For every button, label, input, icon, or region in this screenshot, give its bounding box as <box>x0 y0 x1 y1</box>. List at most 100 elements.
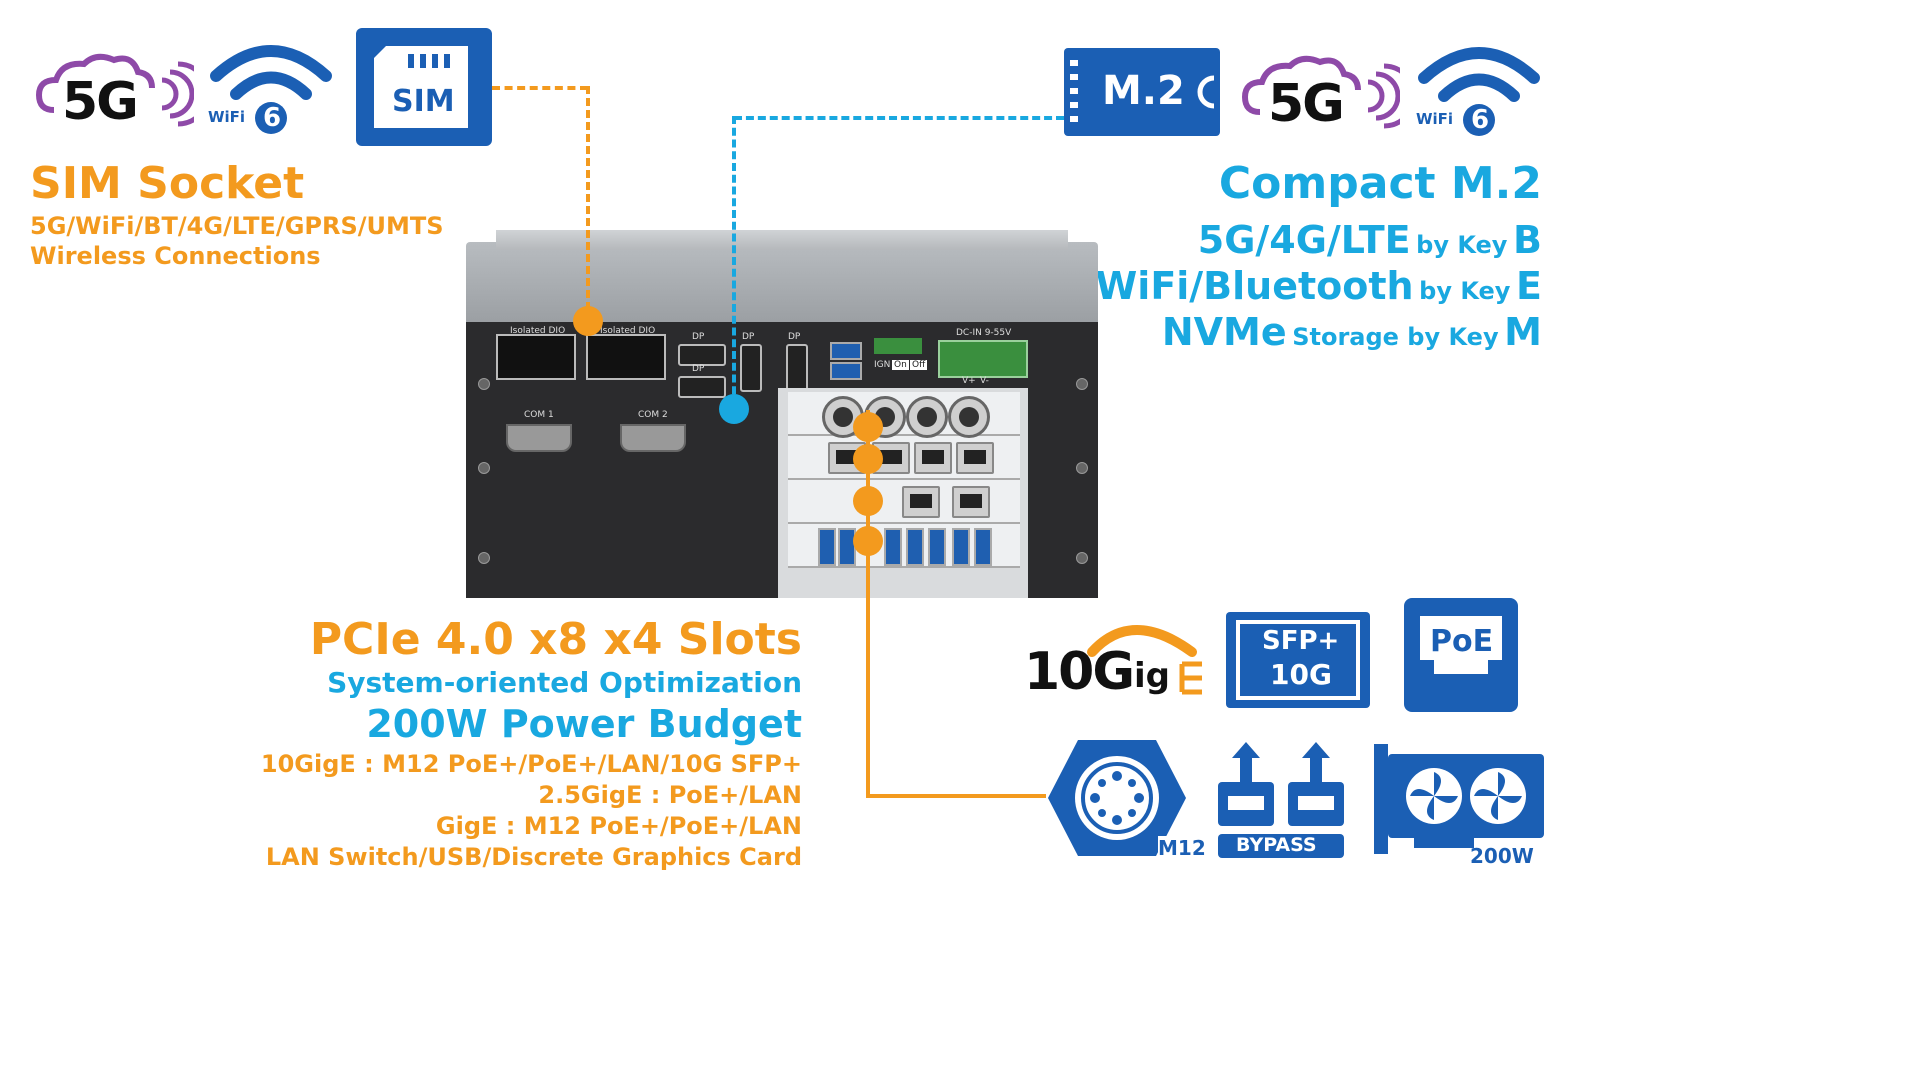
screw <box>1076 378 1088 390</box>
m2-row3-small: Storage by Key <box>1292 323 1499 351</box>
pcie-section-subtitle: System-oriented Optimization <box>327 666 802 699</box>
ign-off-label: Off <box>910 360 928 370</box>
m2-connector-line-v <box>732 116 736 406</box>
rj45-port <box>902 486 940 518</box>
m2-row-keym: NVMe Storage by Key M <box>1162 310 1542 354</box>
pcie-connector-line-v <box>866 410 870 796</box>
sim-connector-dot <box>573 306 603 336</box>
bypass-icon: BYPASS <box>1218 742 1344 858</box>
m2-row1-small: by Key <box>1416 231 1508 259</box>
m2-connector-line-h <box>734 116 1064 120</box>
m2-row3-key: M <box>1504 310 1542 354</box>
wifi-label-right: WiFi <box>1416 110 1454 128</box>
pcie-power-budget: 200W Power Budget <box>366 702 802 746</box>
usb-port <box>906 528 924 566</box>
com-port-1 <box>506 424 572 452</box>
dp-label-4: DP <box>788 332 801 342</box>
sim-label: SIM <box>392 84 455 119</box>
wifi6-icon-left: WiFi 6 <box>206 36 336 136</box>
com-label-2: COM 2 <box>638 410 668 420</box>
ign-label: IGN <box>874 360 891 370</box>
dp-port-4 <box>786 344 808 392</box>
poe-label: PoE <box>1430 624 1494 659</box>
graphics-card-icon: 200W <box>1374 740 1544 868</box>
pcie-section-title: PCIe 4.0 x8 x4 Slots <box>309 614 802 665</box>
device-top-rim <box>496 230 1068 250</box>
device-top-cover <box>466 242 1098 326</box>
dp-label-1: DP <box>692 332 705 342</box>
bypass-label: BYPASS <box>1236 834 1317 856</box>
pcie-connector-line-h <box>866 794 1046 798</box>
ign-on-label: On <box>892 360 909 370</box>
com-label-1: COM 1 <box>524 410 554 420</box>
fiveg-label-right: 5G <box>1268 74 1345 134</box>
m12-connector-icon: M12 <box>1046 738 1206 860</box>
screw <box>478 462 490 474</box>
usb-port <box>884 528 902 566</box>
tengige-main: 10G <box>1024 642 1135 702</box>
sim-socket-title: SIM Socket <box>30 158 305 209</box>
pcie-connector-dot <box>853 444 883 474</box>
m2-section-title: Compact M.2 <box>1218 158 1542 209</box>
dcin-label: DC-IN 9-55V <box>956 328 1012 338</box>
m2-label: M.2 <box>1102 68 1185 114</box>
com-port-2 <box>620 424 686 452</box>
screw <box>1076 552 1088 564</box>
dp-port-2 <box>678 376 726 398</box>
dp-port-1 <box>678 344 726 366</box>
usb-port <box>928 528 946 566</box>
rj45-port <box>956 442 994 474</box>
fiveg-icon-right: 5G <box>1240 52 1417 134</box>
dcin-connector <box>938 340 1028 378</box>
m12-port <box>906 396 948 438</box>
sfp-line1: SFP+ <box>1262 626 1340 656</box>
tengige-suffix: ig <box>1134 656 1170 696</box>
screw <box>478 552 490 564</box>
m2-row3-main: NVMe <box>1161 310 1287 354</box>
dp-label-2: DP <box>692 364 705 374</box>
m2-module-icon: M.2 <box>1064 48 1220 136</box>
usb-port <box>818 528 836 566</box>
pcie-connector-dot <box>853 526 883 556</box>
dp-port-3 <box>740 344 762 392</box>
wifi-number-left: 6 <box>263 103 282 133</box>
m2-row2-key: E <box>1516 264 1542 308</box>
pcie-feature-line: LAN Switch/USB/Discrete Graphics Card <box>265 843 802 871</box>
pcie-feature-line: 2.5GigE : PoE+/LAN <box>538 781 802 809</box>
sim-connector-line-h <box>492 86 588 90</box>
device-chassis: Isolated DIO Isolated DIO DP DP DP DP IG… <box>466 230 1098 598</box>
sfp-line2: 10G <box>1270 658 1332 691</box>
pcie-feature-line: GigE : M12 PoE+/PoE+/LAN <box>435 812 802 840</box>
m2-row1-main: 5G/4G/LTE <box>1197 218 1411 262</box>
m2-row2-main: WiFi/Bluetooth <box>1095 264 1414 308</box>
dio-label-1: Isolated DIO <box>510 326 566 336</box>
poe-icon: PoE <box>1404 598 1518 712</box>
sim-card-icon: SIM <box>356 28 492 146</box>
pcie-feature-line: 10GigE : M12 PoE+/PoE+/LAN/10G SFP+ <box>260 750 802 778</box>
fiveg-label-left: 5G <box>62 72 139 132</box>
m2-row1-key: B <box>1513 218 1542 262</box>
screw <box>1076 462 1088 474</box>
usb-port-top-2 <box>830 362 862 380</box>
ign-switch <box>874 338 922 354</box>
tengige-icon: 10G ig <box>1022 612 1212 708</box>
sim-socket-line2: Wireless Connections <box>30 242 321 270</box>
fiveg-icon-left: 5G <box>34 50 211 132</box>
rj45-port <box>914 442 952 474</box>
m2-connector-dot <box>719 394 749 424</box>
gpu-power-label: 200W <box>1470 844 1534 868</box>
usb-port <box>952 528 970 566</box>
dp-label-3: DP <box>742 332 755 342</box>
dcin-vplus: V+ <box>962 376 976 386</box>
wifi-label-left: WiFi <box>208 108 246 126</box>
m12-port <box>948 396 990 438</box>
m2-row-keyb: 5G/4G/LTE by Key B <box>1198 218 1542 262</box>
pcie-connector-dot <box>853 412 883 442</box>
wifi-number-right: 6 <box>1471 105 1490 135</box>
pcie-connector-dot <box>853 486 883 516</box>
sfp-10g-icon: SFP+ 10G <box>1226 612 1370 708</box>
sim-socket-line1: 5G/WiFi/BT/4G/LTE/GPRS/UMTS <box>30 212 444 240</box>
dio-label-2: Isolated DIO <box>600 326 656 336</box>
screw <box>478 378 490 390</box>
m2-row2-small: by Key <box>1419 277 1511 305</box>
